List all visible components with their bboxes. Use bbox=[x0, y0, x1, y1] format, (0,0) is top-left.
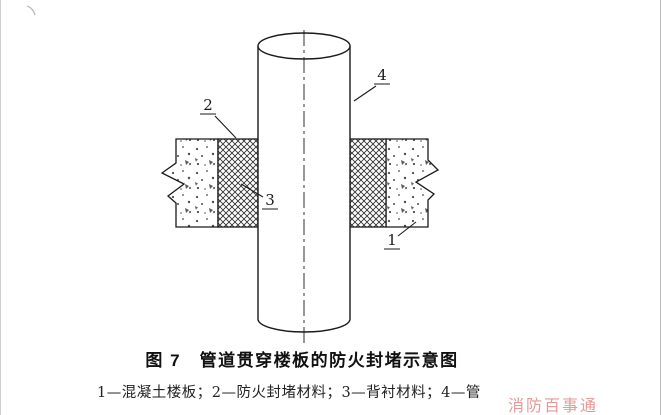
figure-legend: 1—混凝土楼板；2—防火封堵材料；3—背衬材料；4—管 bbox=[97, 385, 481, 401]
watermark-text: 消防百事通 bbox=[508, 398, 599, 415]
leader-line-4 bbox=[353, 85, 377, 102]
scan-artifact bbox=[26, 5, 36, 16]
callout-label-1: 1 bbox=[387, 231, 397, 249]
concrete-slab-right bbox=[385, 138, 440, 228]
figure-caption: 图 7 管道贯穿楼板的防火封堵示意图 bbox=[145, 351, 459, 370]
firestop-material-left bbox=[217, 138, 259, 228]
callout-label-2: 2 bbox=[203, 96, 213, 114]
concrete-slab-left bbox=[160, 138, 219, 228]
callout-label-4: 4 bbox=[377, 66, 387, 84]
leader-line-2 bbox=[214, 115, 237, 139]
leader-lines bbox=[214, 85, 417, 237]
pipe bbox=[257, 30, 351, 347]
floor-slab bbox=[160, 138, 440, 228]
firestop-material-right bbox=[349, 138, 387, 228]
leader-line-3 bbox=[240, 183, 264, 198]
callout-labels: 2 4 3 1 bbox=[200, 66, 400, 250]
leader-line-1 bbox=[397, 221, 417, 237]
callout-label-3: 3 bbox=[265, 191, 275, 209]
